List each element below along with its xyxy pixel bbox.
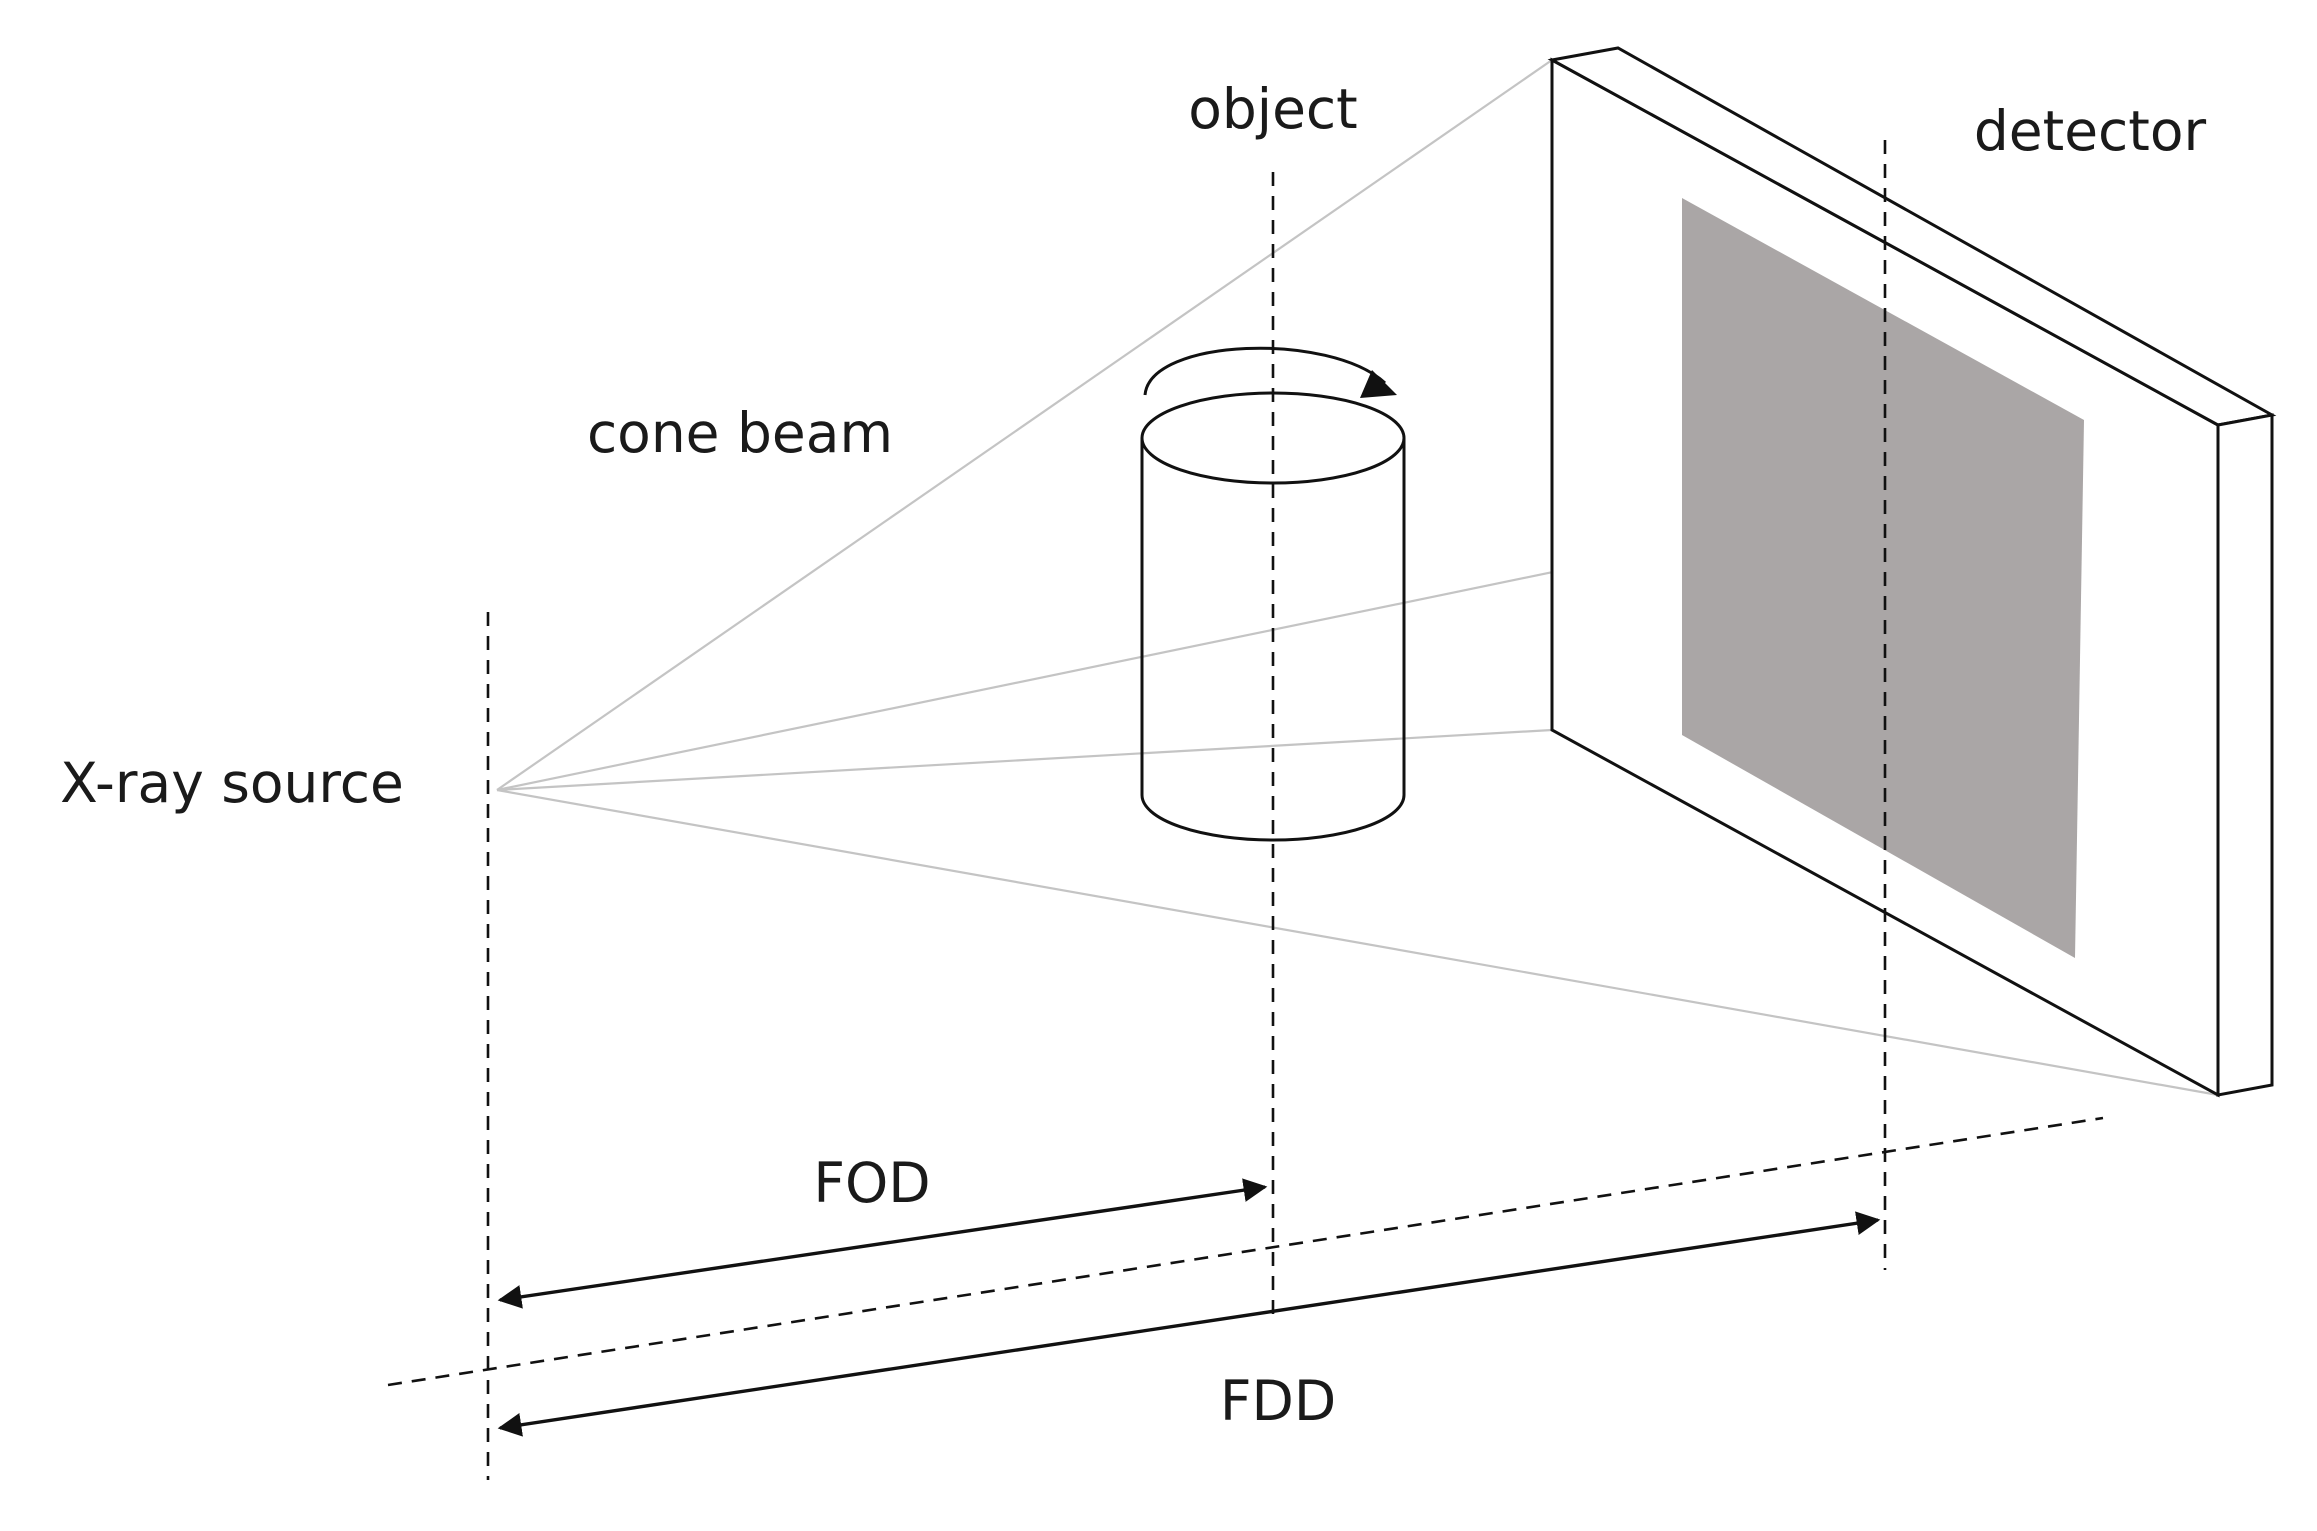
fdd-label: FDD xyxy=(1220,1369,1336,1433)
rotation-arrow xyxy=(1143,346,1387,396)
beam-ray-top xyxy=(496,59,1553,791)
object-label: object xyxy=(1188,77,1358,141)
xray-source-label: X-ray source xyxy=(60,751,404,815)
rotation-arrowhead xyxy=(1360,370,1397,398)
optical-axis xyxy=(387,1116,2104,1387)
object-cylinder xyxy=(1140,346,1406,842)
detector-active-area xyxy=(1682,198,2084,958)
cylinder-body xyxy=(1140,438,1406,842)
detector xyxy=(1547,46,2277,1098)
fdd-arrow xyxy=(497,1211,1881,1437)
distance-arrows xyxy=(497,1178,1881,1437)
beam-ray-middle xyxy=(496,728,1553,792)
beam-ray-bottom xyxy=(496,788,2219,1097)
fod-label: FOD xyxy=(813,1151,930,1215)
detector-side-edge xyxy=(2216,413,2274,1097)
cone-beam-label: cone beam xyxy=(587,401,893,465)
labels: object detector cone beam X-ray source F… xyxy=(60,77,2206,1433)
detector-label: detector xyxy=(1974,99,2207,163)
